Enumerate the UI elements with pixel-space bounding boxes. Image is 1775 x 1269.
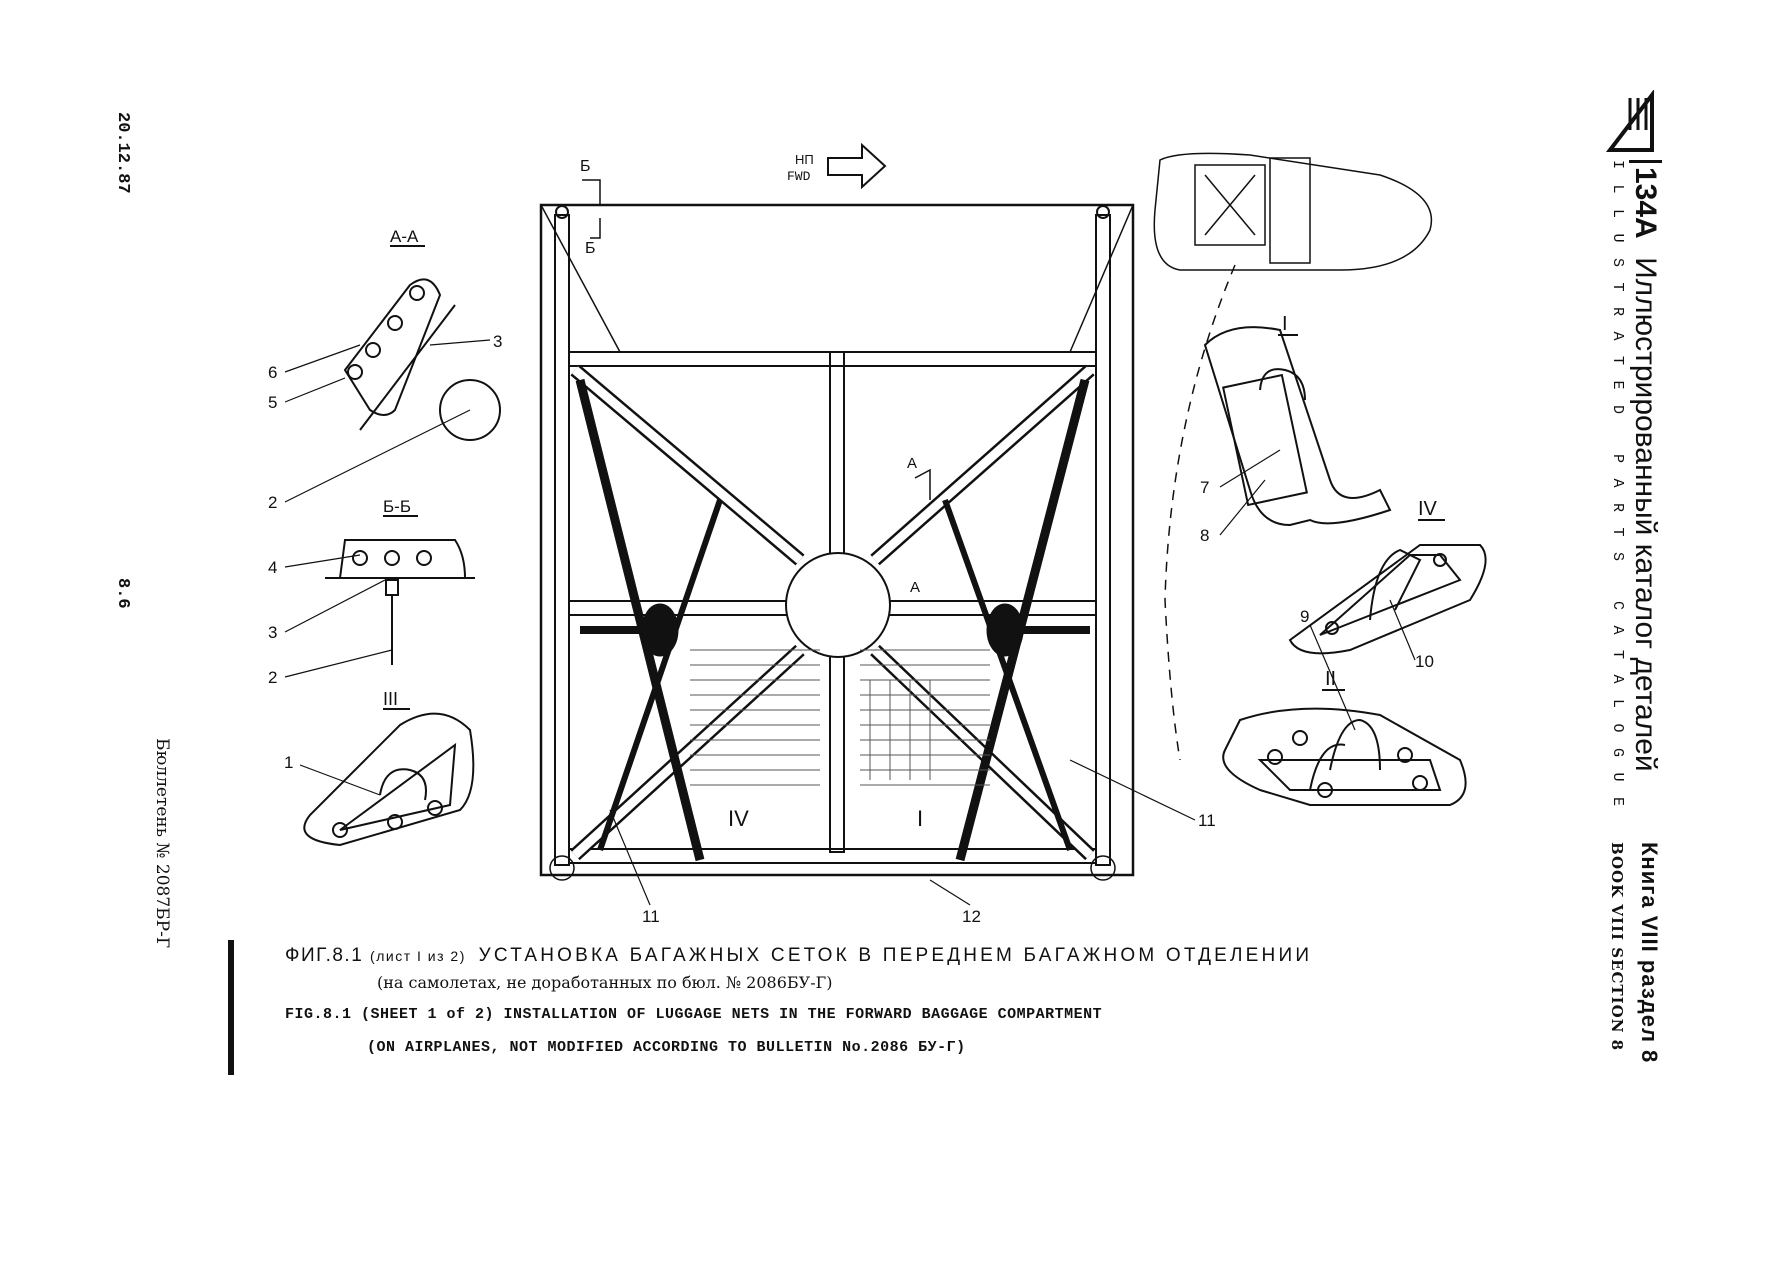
- margin-bar: [228, 940, 234, 1075]
- book-section-ru: Книга VIII раздел 8: [1637, 842, 1662, 1064]
- callout-8: 8: [1200, 526, 1209, 545]
- caption-title-ru: УСТАНОВКА БАГАЖНЫХ СЕТОК В ПЕРЕДНЕМ БАГА…: [478, 945, 1313, 966]
- section-mark-b: Б Б: [580, 158, 601, 257]
- header-title: 134А Иллюстрированный каталог деталей: [1628, 160, 1662, 772]
- caption-sheet: (лист I из 2): [370, 948, 466, 964]
- detail-view-i: I: [1203, 313, 1392, 527]
- callout-10: 10: [1415, 652, 1434, 671]
- callout-1: 1: [284, 753, 293, 772]
- detail-view-ii: II: [1222, 668, 1467, 806]
- fuselage-location-sketch: [1153, 152, 1433, 761]
- catalogue-title-ru: Иллюстрированный каталог деталей: [1629, 257, 1662, 772]
- caption-ru-line1: ФИГ.8.1 (лист I из 2) УСТАНОВКА БАГАЖНЫХ…: [285, 945, 1575, 967]
- svg-text:III: III: [383, 689, 398, 709]
- callout-2-bb: 2: [268, 668, 277, 687]
- aircraft-model: 134А: [1629, 160, 1662, 239]
- callout-leaders: [284, 339, 1416, 906]
- svg-text:А: А: [907, 455, 917, 472]
- header-block: 134А Иллюстрированный каталог деталей IL…: [1600, 80, 1670, 1063]
- callout-9: 9: [1300, 607, 1309, 626]
- callout-7: 7: [1200, 478, 1209, 497]
- callout-12: 12: [962, 907, 981, 926]
- caption-ru-line2: (на самолетах, не доработанных по бюл. №…: [377, 973, 833, 992]
- detail-view-bb: Б-Б: [325, 497, 475, 665]
- caption-en-line1: FIG.8.1 (SHEET 1 of 2) INSTALLATION OF L…: [285, 1006, 1103, 1023]
- callout-2-aa: 2: [268, 493, 277, 512]
- frame-label-iv: IV: [728, 806, 749, 831]
- forward-arrow: НП FWD: [787, 142, 887, 190]
- callout-6: 6: [268, 363, 277, 382]
- callout-5: 5: [268, 393, 277, 412]
- figure-caption: ФИГ.8.1 (лист I из 2) УСТАНОВКА БАГАЖНЫХ…: [285, 945, 1575, 1056]
- section-mark-a: А А: [907, 455, 931, 596]
- svg-text:А-А: А-А: [390, 227, 419, 246]
- installation-diagram: НП FWD Б Б: [268, 142, 1487, 926]
- forward-label-en: FWD: [787, 169, 811, 184]
- detail-view-iii: III: [303, 689, 475, 847]
- svg-text:Б-Б: Б-Б: [383, 497, 411, 516]
- svg-text:II: II: [1325, 668, 1336, 690]
- callout-numbers: 6 5 3 2 4 3 2 1 7 8 9 10 11 11 12: [268, 332, 1434, 926]
- detail-view-aa: А-А: [343, 227, 501, 441]
- svg-text:А: А: [910, 579, 920, 596]
- callout-3-aa: 3: [493, 332, 502, 351]
- catalogue-title-en: ILLUSTRATED PARTS CATALOGUE: [1609, 160, 1626, 822]
- svg-text:Б: Б: [580, 158, 591, 175]
- book-section-en: BOOK VIII SECTION 8: [1608, 842, 1626, 1052]
- callout-3-bb: 3: [268, 623, 277, 642]
- svg-text:I: I: [1282, 313, 1288, 335]
- frame-label-i: I: [917, 806, 923, 831]
- caption-fig-number: ФИГ.8.1: [285, 945, 364, 966]
- callout-4: 4: [268, 558, 277, 577]
- baggage-net-frame: [539, 203, 1135, 881]
- caption-en-line2: (ON AIRPLANES, NOT MODIFIED ACCORDING TO…: [367, 1039, 966, 1056]
- callout-11-bottom: 11: [642, 907, 660, 926]
- svg-text:IV: IV: [1418, 498, 1438, 520]
- catalogue-logo-icon: [1605, 90, 1654, 152]
- detail-view-iv: IV: [1288, 498, 1487, 655]
- callout-11-right: 11: [1198, 811, 1216, 830]
- svg-text:Б: Б: [585, 240, 596, 257]
- forward-label-ru: НП: [795, 152, 814, 167]
